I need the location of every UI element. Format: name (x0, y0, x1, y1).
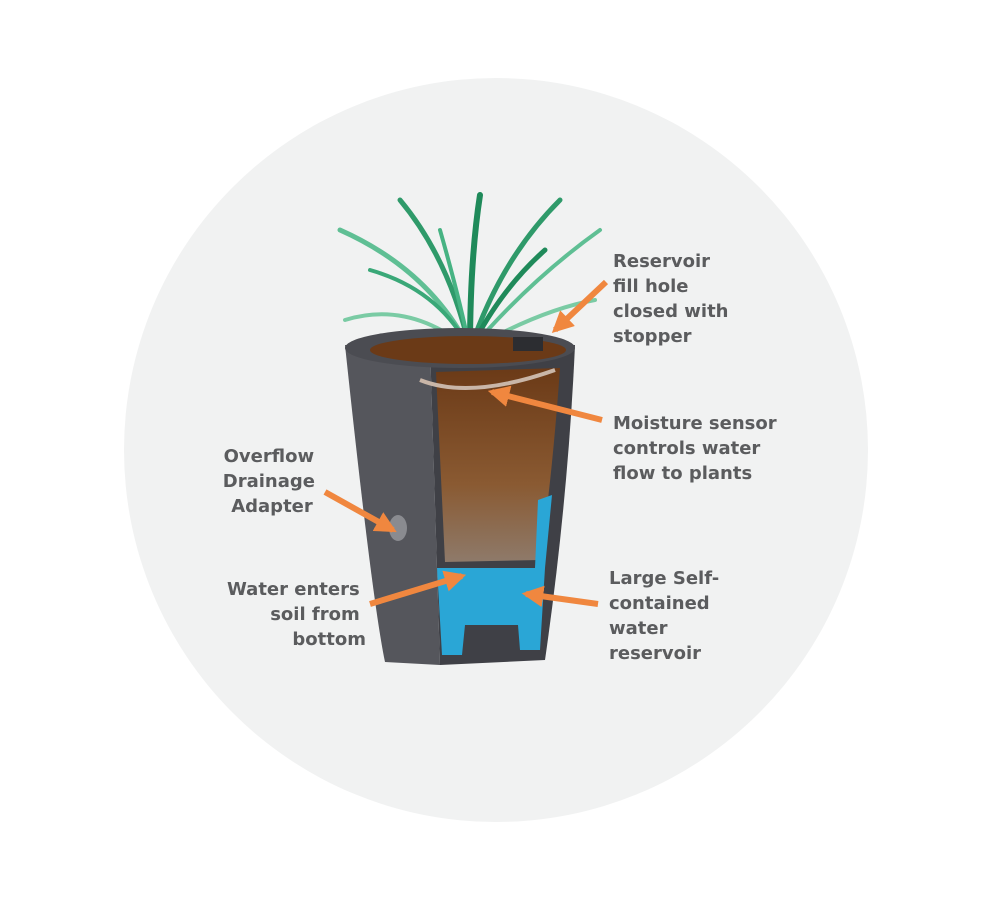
label-line: Water enters (227, 579, 360, 600)
arrow-overflow (323, 489, 397, 533)
callout-arrows (323, 279, 609, 608)
label-line: stopper (613, 326, 692, 347)
label-line: flow to plants (613, 463, 752, 484)
label-line: closed with (613, 301, 729, 322)
label-line: fill hole (613, 276, 689, 297)
label-line: Adapter (231, 496, 313, 517)
label-line: Large Self- (609, 568, 719, 589)
arrow-large-reservoir (521, 585, 599, 608)
arrow-reservoir-fill (551, 279, 609, 333)
label-line: Reservoir (613, 251, 710, 272)
label-line: bottom (292, 629, 366, 650)
arrow-water-enters (369, 570, 467, 607)
planter-pot (345, 328, 575, 665)
arrow-moisture-sensor (487, 385, 603, 423)
label-line: soil from (270, 604, 360, 625)
label-line: Overflow (224, 446, 314, 467)
label-reservoir-fill: Reservoir fill hole closed with stopper (613, 251, 735, 347)
label-overflow: Overflow Drainage Adapter (223, 446, 321, 517)
label-line: Moisture sensor (613, 413, 777, 434)
label-line: water (609, 618, 668, 639)
fill-hole-stopper-icon (513, 337, 543, 351)
label-line: Drainage (223, 471, 315, 492)
label-moisture-sensor: Moisture sensor controls water flow to p… (613, 413, 783, 484)
label-water-enters: Water enters soil from bottom (227, 579, 366, 650)
label-line: contained (609, 593, 710, 614)
label-line: controls water (613, 438, 760, 459)
label-line: reservoir (609, 643, 701, 664)
moisture-sensor-icon (419, 368, 556, 390)
label-large-reservoir: Large Self- contained water reservoir (609, 568, 725, 664)
